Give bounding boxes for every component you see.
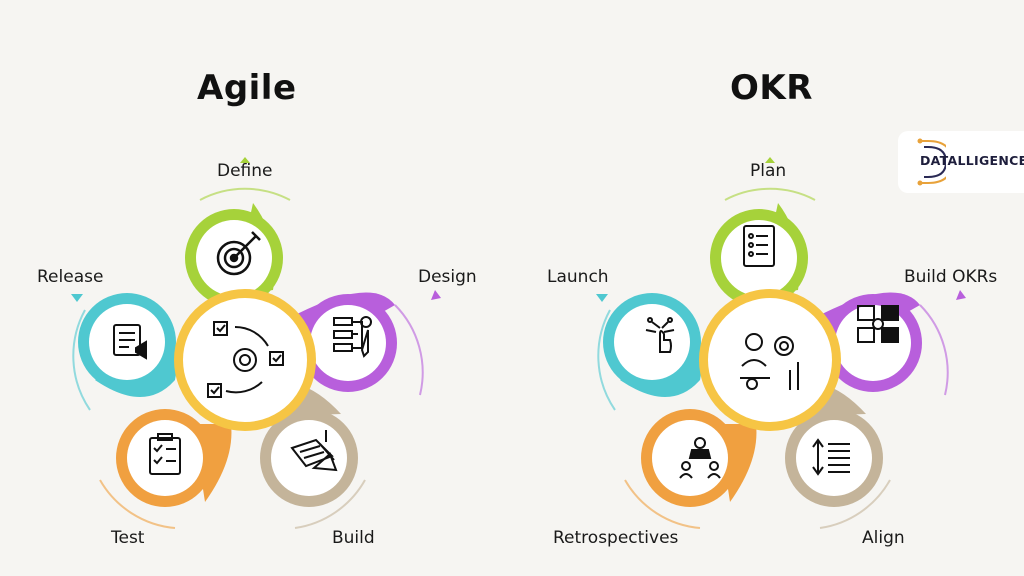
agile-label-define: Define [217,161,273,181]
logo-text: DATALLIGENCE [920,153,1024,168]
agile-title: Agile [197,68,297,108]
people-gears-icon [740,333,799,390]
team-meeting-icon [679,437,721,479]
okr-label-build-okrs: Build OKRs [904,267,998,287]
touch-launch-icon [645,317,675,353]
document-megaphone-icon [113,324,147,360]
target-pencil-icon [216,231,261,276]
datalligence-logo: DATALLIGENCE [898,131,1024,193]
agile-cycle-icon [207,321,284,398]
logo-mark-icon [917,138,946,186]
list-icon [743,225,775,267]
agile-label-test: Test [111,528,145,548]
okr-label-launch: Launch [547,267,609,287]
workflow-gear-icon [333,316,372,358]
agile-label-release: Release [37,267,104,287]
blueprint-icon [290,430,338,472]
agile-cycle-diagram [70,156,443,529]
okr-label-retrospectives: Retrospectives [553,528,679,548]
agile-label-design: Design [418,267,477,287]
align-arrows-icon [812,438,850,476]
checklist-clipboard-icon [149,433,181,475]
okr-title: OKR [730,68,813,108]
okr-dashboard-icon [857,305,899,343]
okr-label-align: Align [862,528,905,548]
okr-label-plan: Plan [750,161,787,181]
agile-label-build: Build [332,528,375,548]
